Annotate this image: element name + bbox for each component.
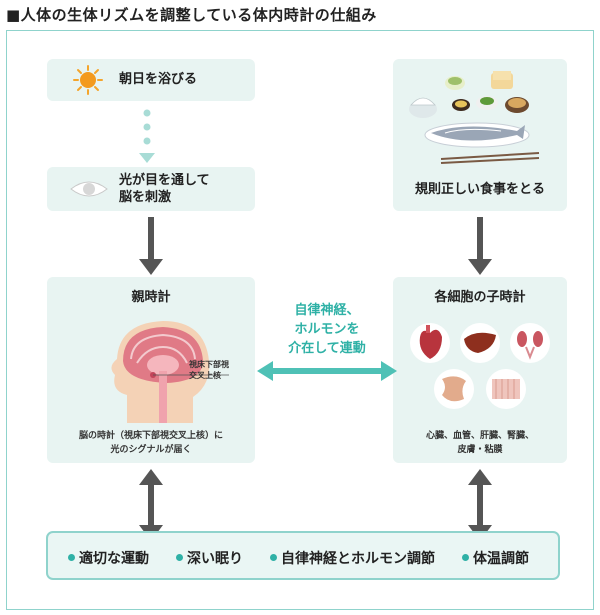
outcomes-bar: 適切な運動 深い眠り 自律神経とホルモン調節 体温調節 bbox=[46, 531, 560, 580]
diagram-frame: 朝日を浴びる 光が目を通して 脳を刺激 親時計 視床下 bbox=[6, 30, 594, 610]
light-path-dots bbox=[139, 109, 155, 163]
page-title: ■人体の生体リズムを調整している体内時計の仕組み bbox=[6, 6, 377, 24]
eye-icon bbox=[70, 181, 108, 197]
peripheral-clock-caption-2: 皮膚・粘膜 bbox=[457, 445, 503, 455]
scn-label-1: 視床下部視 bbox=[189, 360, 229, 369]
outcome-exercise: 適切な運動 bbox=[68, 548, 149, 568]
link-arrow bbox=[257, 361, 397, 381]
peripheral-clock-title: 各細胞の子時計 bbox=[434, 290, 526, 305]
organs-illustration bbox=[410, 323, 550, 409]
bullet-dot bbox=[462, 554, 469, 561]
meal-label: 規則正しい食事をとる bbox=[414, 182, 545, 197]
eye-label-1: 光が目を通して bbox=[119, 173, 210, 188]
peripheral-clock-box: 各細胞の子時計 心臓、血管、肝臓、腎臓、 皮膚・粘膜 bbox=[393, 277, 567, 463]
sunlight-label: 朝日を浴びる bbox=[119, 72, 198, 87]
arrow-down-left bbox=[139, 217, 163, 275]
link-label-1: 自律神経、 bbox=[294, 303, 360, 318]
sun-icon bbox=[73, 65, 103, 95]
peripheral-clock-caption-1: 心臓、血管、肝臓、腎臓、 bbox=[425, 431, 534, 441]
bullet-dot bbox=[68, 554, 75, 561]
eye-label-2: 脳を刺激 bbox=[119, 190, 172, 205]
meal-box: 規則正しい食事をとる bbox=[393, 59, 567, 211]
arrow-down-right bbox=[468, 217, 492, 275]
link-label-3: 介在して連動 bbox=[288, 341, 366, 356]
master-clock-caption-2: 光のシグナルが届く bbox=[110, 445, 192, 455]
master-clock-title: 親時計 bbox=[131, 290, 171, 305]
bullet-dot bbox=[176, 554, 183, 561]
meal-illustration bbox=[409, 71, 540, 164]
link-label-2: ホルモンを bbox=[294, 322, 360, 337]
master-clock-caption-1: 脳の時計（視床下部視交叉上核）に bbox=[78, 431, 223, 441]
scn-label-2: 交叉上核 bbox=[189, 371, 221, 380]
outcome-autonomic-hormone: 自律神経とホルモン調節 bbox=[270, 548, 435, 568]
master-clock-box: 親時計 視床下部視 交叉上核 脳の時計（視床下部視交叉上核）に 光のシグナルが届… bbox=[47, 277, 255, 463]
link-label: 自律神経、 ホルモンを 介在して連動 bbox=[269, 301, 385, 358]
outcome-temperature: 体温調節 bbox=[462, 548, 529, 568]
bullet-dot bbox=[270, 554, 277, 561]
eye-box: 光が目を通して 脳を刺激 bbox=[47, 167, 255, 211]
brain-illustration bbox=[111, 321, 229, 423]
sunlight-box: 朝日を浴びる bbox=[47, 59, 255, 101]
outcome-sleep: 深い眠り bbox=[176, 548, 243, 568]
